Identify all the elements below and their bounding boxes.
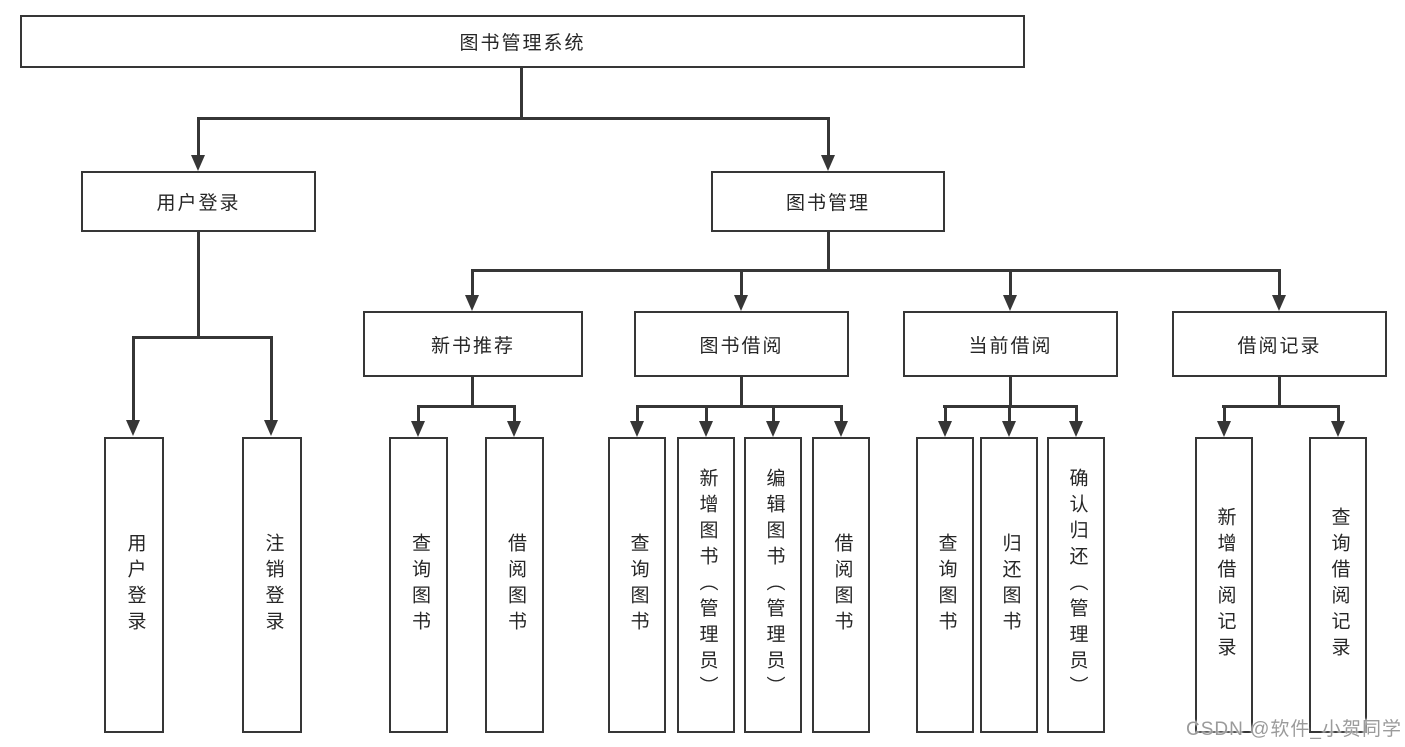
connector-drop-leaf <box>840 405 843 421</box>
connector-drop-l3 <box>1009 269 1012 296</box>
node-book-borrow-label: 图书借阅 <box>699 335 784 357</box>
arrow-down-icon <box>1217 421 1231 437</box>
arrow-down-icon <box>264 420 278 436</box>
connector-drop-leaf <box>1075 405 1078 421</box>
leaf-label: 注销登录 <box>262 533 284 637</box>
leaf-query-borrow-record: 查询借阅记录 <box>1309 437 1367 733</box>
connector-level2-bar <box>197 117 830 120</box>
node-borrow-records: 借阅记录 <box>1172 311 1387 377</box>
node-borrow-records-label: 借阅记录 <box>1237 335 1322 357</box>
connector-leafbar-records <box>1222 405 1340 408</box>
leaf-label: 编辑图书（管理员） <box>763 468 785 702</box>
connector-user-login-bar <box>132 336 273 339</box>
leaf-user-login: 用户登录 <box>104 437 164 733</box>
arrow-down-icon <box>821 155 835 171</box>
connector-drop-book-mgmt <box>827 117 830 156</box>
arrow-down-icon <box>1272 295 1286 311</box>
node-current-borrow: 当前借阅 <box>903 311 1118 377</box>
leaf-query-books-current: 查询图书 <box>916 437 974 733</box>
connector-root-stem <box>520 67 523 118</box>
arrow-down-icon <box>1003 295 1017 311</box>
connector-level3-bar <box>471 269 1281 272</box>
connector-drop-leaf <box>513 405 516 421</box>
leaf-label: 查询图书 <box>627 533 649 637</box>
node-user-login-label: 用户登录 <box>156 193 241 214</box>
node-new-book-recommend: 新书推荐 <box>363 311 583 377</box>
watermark: CSDN @软件_小贺同学 <box>1186 719 1402 740</box>
connector-drop-leaf <box>705 405 708 421</box>
connector-drop-leaf <box>636 405 639 421</box>
arrow-down-icon <box>1331 421 1345 437</box>
connector-stem-borrow <box>740 376 743 408</box>
connector-drop-leaf <box>417 405 420 421</box>
arrow-down-icon <box>630 421 644 437</box>
connector-drop-user-login <box>197 117 200 156</box>
leaf-query-books-recommend: 查询图书 <box>389 437 448 733</box>
leaf-label: 用户登录 <box>124 533 146 637</box>
arrow-down-icon <box>938 421 952 437</box>
connector-leafbar-borrow <box>636 405 843 408</box>
leaf-label: 查询图书 <box>408 533 430 637</box>
connector-user-login-stem <box>197 231 200 339</box>
arrow-down-icon <box>507 421 521 437</box>
node-book-borrow: 图书借阅 <box>634 311 849 377</box>
arrow-down-icon <box>834 421 848 437</box>
leaf-add-borrow-record: 新增借阅记录 <box>1195 437 1253 733</box>
connector-drop-leaf <box>132 336 135 420</box>
leaf-label: 查询借阅记录 <box>1328 507 1350 663</box>
arrow-down-icon <box>126 420 140 436</box>
leaf-label: 查询图书 <box>935 533 957 637</box>
arrow-down-icon <box>411 421 425 437</box>
connector-stem-recommend <box>471 376 474 408</box>
leaf-query-books-borrow: 查询图书 <box>608 437 666 733</box>
connector-drop-leaf <box>944 405 947 421</box>
node-book-management-label: 图书管理 <box>785 193 870 214</box>
connector-drop-leaf <box>772 405 775 421</box>
leaf-logout: 注销登录 <box>242 437 302 733</box>
leaf-borrow-books-recommend: 借阅图书 <box>485 437 544 733</box>
node-new-book-recommend-label: 新书推荐 <box>430 335 515 357</box>
arrow-down-icon <box>1069 421 1083 437</box>
connector-drop-leaf <box>1337 405 1340 421</box>
connector-book-mgmt-stem <box>827 231 830 272</box>
connector-drop-l3 <box>1278 269 1281 296</box>
arrow-down-icon <box>191 155 205 171</box>
leaf-label: 确认归还（管理员） <box>1066 468 1088 702</box>
leaf-edit-books-admin: 编辑图书（管理员） <box>744 437 802 733</box>
arrow-down-icon <box>1002 421 1016 437</box>
arrow-down-icon <box>699 421 713 437</box>
arrow-down-icon <box>734 295 748 311</box>
connector-drop-leaf <box>270 336 273 420</box>
leaf-label: 新增借阅记录 <box>1214 507 1236 663</box>
node-user-login: 用户登录 <box>81 171 316 232</box>
node-root-label: 图书管理系统 <box>459 33 586 54</box>
node-root: 图书管理系统 <box>20 15 1025 68</box>
connector-stem-records <box>1278 376 1281 408</box>
node-current-borrow-label: 当前借阅 <box>968 335 1053 357</box>
arrow-down-icon <box>465 295 479 311</box>
leaf-borrow-books: 借阅图书 <box>812 437 870 733</box>
leaf-label: 借阅图书 <box>831 533 853 637</box>
arrow-down-icon <box>766 421 780 437</box>
leaf-confirm-return-admin: 确认归还（管理员） <box>1047 437 1105 733</box>
leaf-add-books-admin: 新增图书（管理员） <box>677 437 735 733</box>
connector-drop-leaf <box>1223 405 1226 421</box>
connector-stem-current <box>1009 376 1012 408</box>
leaf-label: 新增图书（管理员） <box>696 468 718 702</box>
leaf-label: 归还图书 <box>999 533 1021 637</box>
connector-drop-l3 <box>471 269 474 296</box>
connector-drop-leaf <box>1008 405 1011 421</box>
leaf-return-books: 归还图书 <box>980 437 1038 733</box>
node-book-management: 图书管理 <box>711 171 945 232</box>
leaf-label: 借阅图书 <box>504 533 526 637</box>
connector-leafbar-recommend <box>417 405 516 408</box>
connector-drop-l3 <box>740 269 743 296</box>
